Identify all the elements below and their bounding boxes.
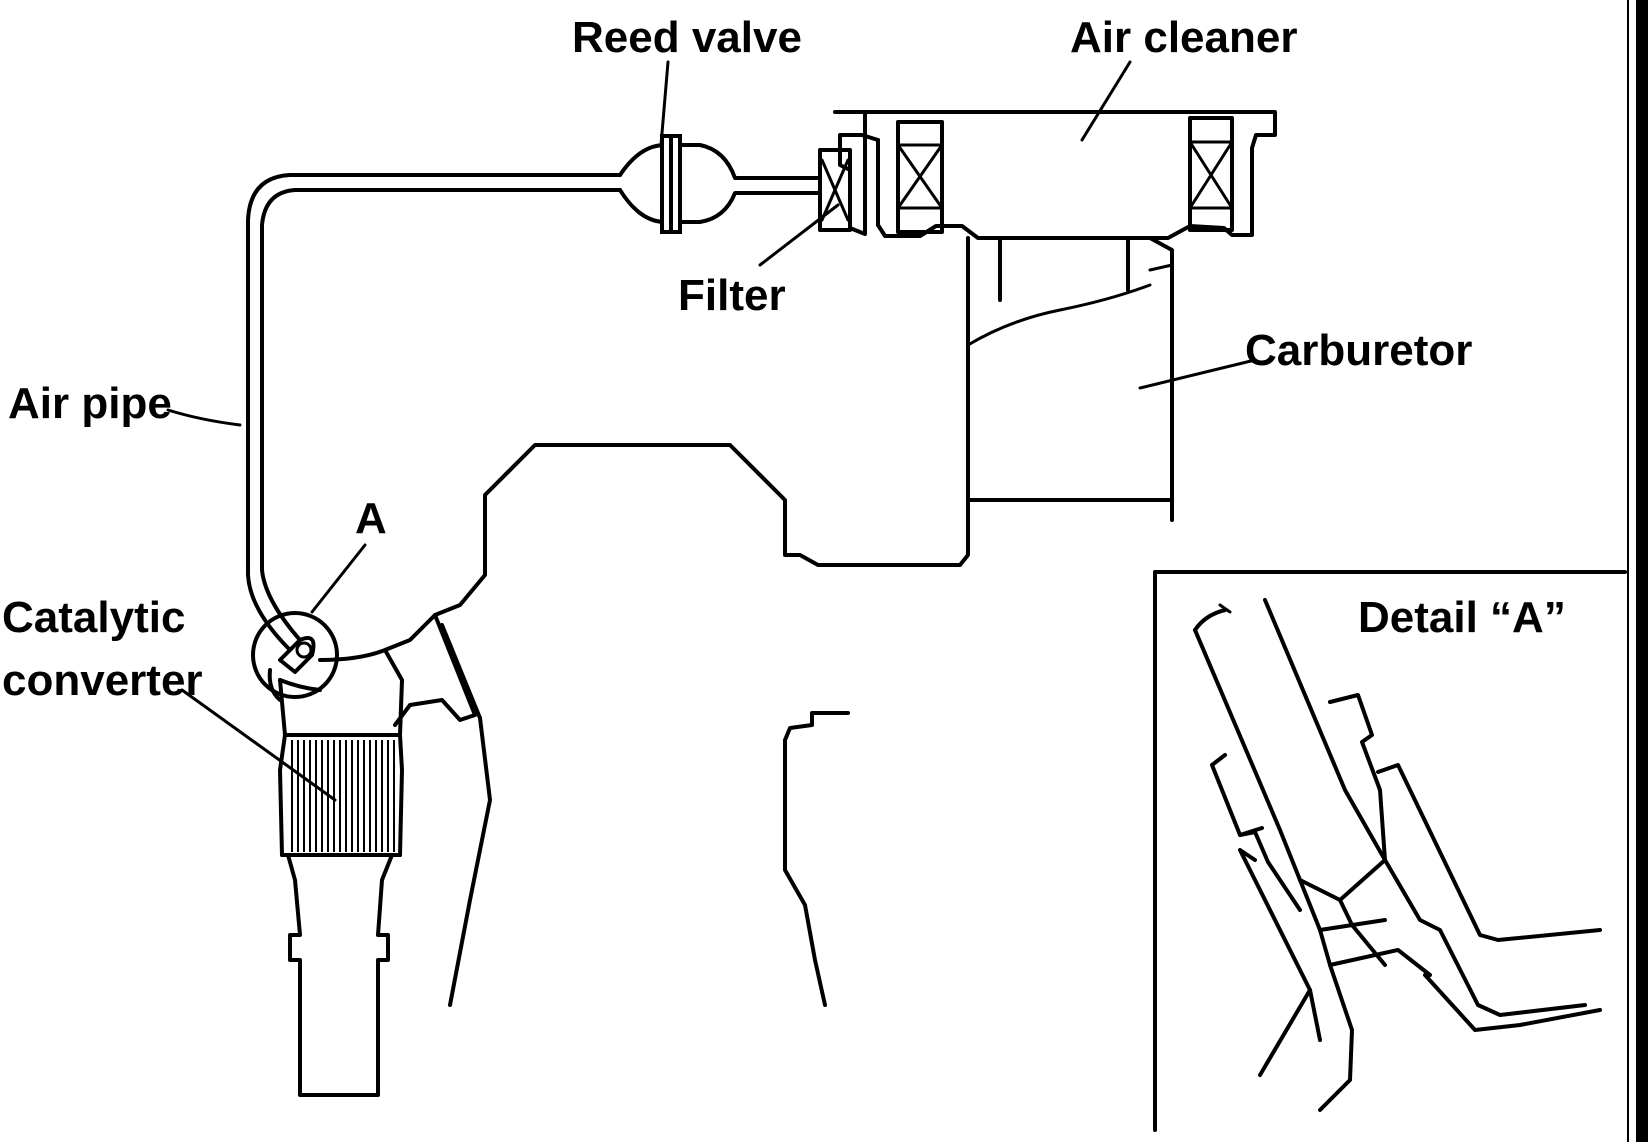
detail-a-box bbox=[1153, 570, 1627, 1132]
converter-hatching bbox=[291, 740, 395, 852]
filter-element bbox=[818, 148, 852, 232]
leader-air-cleaner bbox=[1080, 60, 1132, 142]
label-filter: Filter bbox=[678, 271, 786, 320]
air-pipe bbox=[246, 173, 622, 652]
label-air-cleaner: Air cleaner bbox=[1070, 13, 1297, 62]
leader-catalytic-converter bbox=[180, 688, 337, 802]
air-cleaner-housing bbox=[833, 110, 1277, 240]
leader-detail-tick bbox=[1218, 603, 1232, 614]
label-detail-a: Detail “A” bbox=[1358, 593, 1566, 642]
label-catalytic-line1: Catalytic bbox=[2, 593, 185, 642]
page-edge-bar bbox=[1636, 0, 1648, 1142]
leader-point-a bbox=[310, 543, 367, 614]
leader-lines bbox=[166, 60, 1257, 802]
reed-valve bbox=[618, 134, 822, 234]
labels: Reed valve Air cleaner Filter Carburetor… bbox=[2, 13, 1566, 705]
leader-filter bbox=[758, 203, 840, 267]
joint-a bbox=[251, 611, 339, 702]
leader-carburetor bbox=[1138, 358, 1257, 390]
engine-block bbox=[318, 443, 970, 1007]
label-air-pipe: Air pipe bbox=[8, 379, 172, 428]
catalytic-converter bbox=[278, 648, 404, 1097]
leader-air-pipe bbox=[166, 408, 242, 427]
label-reed-valve: Reed valve bbox=[572, 13, 802, 62]
label-point-a: A bbox=[355, 494, 387, 543]
label-carburetor: Carburetor bbox=[1245, 326, 1472, 375]
carburetor bbox=[966, 236, 1174, 522]
label-catalytic-line2: converter bbox=[2, 656, 203, 705]
leader-reed-valve bbox=[659, 60, 670, 147]
